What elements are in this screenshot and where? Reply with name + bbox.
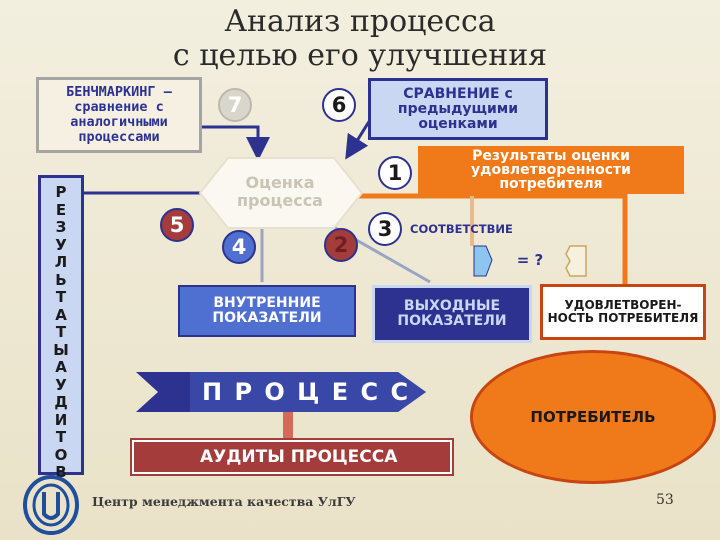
ulgu-logo-icon bbox=[23, 475, 79, 535]
internal-indicators-box: ВНУТРЕННИЕ ПОКАЗАТЕЛИ bbox=[178, 285, 356, 337]
process-evaluation-label: Оценка процесса bbox=[237, 173, 323, 210]
footer-center-text: Центр менеджмента качества УлГУ bbox=[92, 494, 356, 509]
customer-results-banner: Результаты оценки удовлетворенности потр… bbox=[418, 146, 684, 194]
process-evaluation-hexagon bbox=[198, 157, 364, 229]
feedback-line bbox=[355, 193, 628, 285]
customer-results-text: Результаты оценки удовлетворенности потр… bbox=[471, 148, 631, 192]
process-audits-bar: АУДИТЫ ПРОЦЕССА bbox=[132, 440, 452, 474]
benchmarking-box: БЕНЧМАРКИНГ – сравнение с аналогичными п… bbox=[36, 77, 202, 153]
step-number-1: 1 bbox=[378, 156, 412, 190]
step-number-3: 3 bbox=[368, 212, 402, 246]
process-arrow bbox=[136, 372, 426, 412]
benchmark-arrow bbox=[200, 125, 270, 161]
conformity-symbols bbox=[473, 245, 587, 277]
conformity-question: = ? bbox=[516, 251, 544, 269]
page-subtitle: с целью его улучшения bbox=[172, 38, 548, 73]
conformity-label: СООТВЕТСТВИЕ bbox=[410, 222, 513, 236]
comparison-text: СРАВНЕНИЕ с предыдущими оценками bbox=[397, 85, 519, 132]
step-number-5: 5 bbox=[160, 208, 194, 242]
page-number: 53 bbox=[656, 492, 674, 508]
customer-satisfaction-box: УДОВЛЕТВОРЕН-НОСТЬ ПОТРЕБИТЕЛЯ bbox=[540, 284, 706, 340]
benchmarking-text: БЕНЧМАРКИНГ – сравнение с аналогичными п… bbox=[66, 84, 172, 145]
step-number-2: 2 bbox=[324, 228, 358, 262]
customer-ellipse: ПОТРЕБИТЕЛЬ bbox=[470, 350, 716, 484]
step-number-7: 7 bbox=[218, 88, 252, 122]
page-title: Анализ процесса bbox=[224, 4, 496, 39]
comparison-box: СРАВНЕНИЕ с предыдущими оценками bbox=[368, 78, 548, 140]
step-number-6: 6 bbox=[322, 88, 356, 122]
step-number-4: 4 bbox=[222, 230, 256, 264]
process-label: П Р О Ц Е С С bbox=[202, 378, 411, 406]
output-indicators-box: ВЫХОДНЫЕ ПОКАЗАТЕЛИ bbox=[372, 285, 532, 343]
